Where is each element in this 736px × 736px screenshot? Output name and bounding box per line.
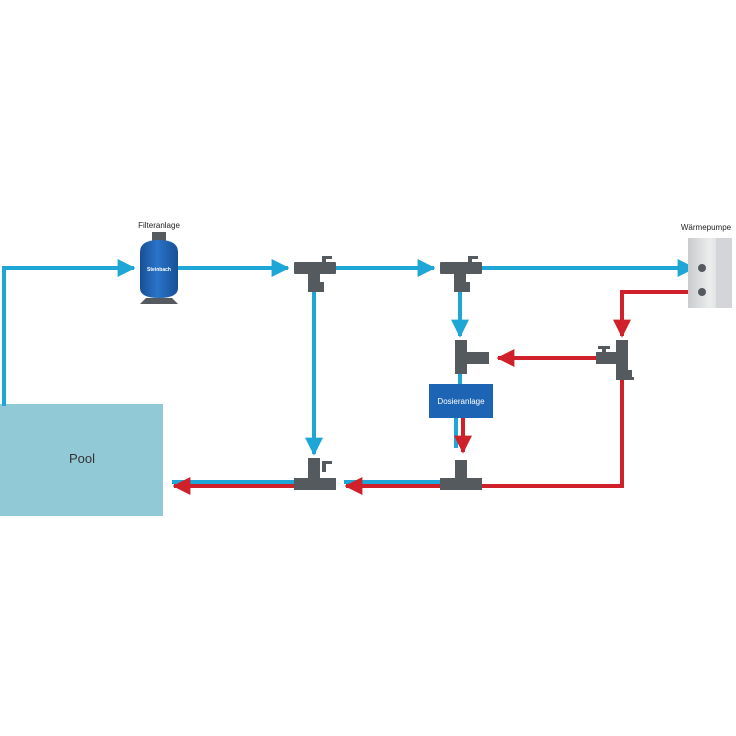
dosing-label: Dosieranlage: [437, 397, 485, 406]
heat-pump-unit: [688, 238, 732, 308]
heatpump-outlet-port: [698, 288, 706, 296]
dosing-unit: Dosieranlage: [429, 384, 493, 418]
filter-tank: Steinbach: [140, 232, 178, 304]
pool: [0, 404, 163, 516]
cold-water-lines: [2, 259, 696, 484]
lower-tee-fitting: [440, 460, 482, 490]
three-way-valve-1: [294, 256, 336, 292]
pool-label: Pool: [69, 451, 95, 466]
three-way-valve-2: [440, 256, 482, 292]
filter-label: Filteranlage: [138, 221, 180, 230]
filter-brand-label: Steinbach: [147, 267, 171, 273]
heat-pump-label: Wärmepumpe: [681, 223, 732, 232]
fittings: [294, 256, 634, 490]
pool-to-filter-line: [2, 259, 136, 406]
hot-water-lines: [172, 290, 694, 495]
valve3-bypass-return-line: [482, 378, 624, 488]
heatpump-inlet-port: [698, 264, 706, 272]
three-way-valve-3: [596, 340, 634, 380]
dosing-tee-fitting: [455, 340, 489, 374]
heatpump-out-line: [613, 290, 694, 338]
three-way-valve-4: [294, 458, 336, 490]
